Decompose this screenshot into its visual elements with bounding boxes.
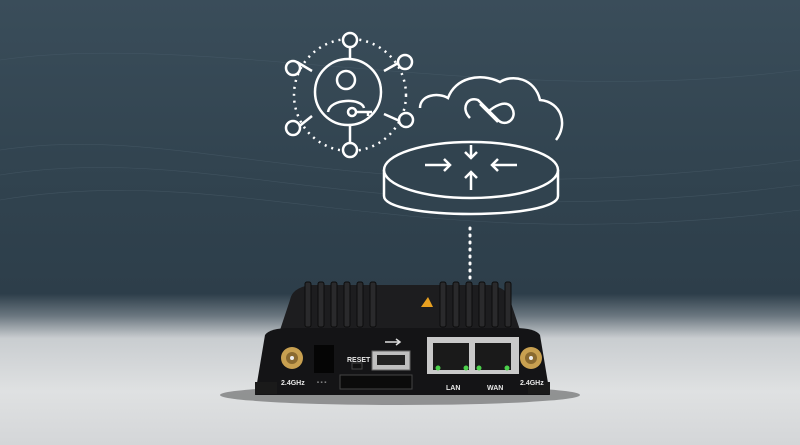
antenna-left — [281, 347, 303, 369]
cloud-icon — [418, 76, 564, 141]
power-port — [314, 345, 334, 373]
reset-label: RESET — [347, 357, 371, 364]
background-waves — [0, 52, 800, 225]
expansion-port — [339, 374, 413, 390]
lan-label: LAN — [446, 385, 460, 392]
wan-label: WAN — [487, 385, 503, 392]
user-key-network-icon — [284, 31, 415, 159]
router-icon — [382, 140, 560, 216]
reset-button — [351, 362, 363, 370]
router-device: 2.4GHz 2.4GHz RESET LAN WAN - - - — [220, 281, 580, 405]
wan-port — [475, 343, 511, 370]
antenna-left-label: 2.4GHz — [281, 380, 305, 387]
power-label: - - - — [317, 380, 326, 386]
antenna-right-label: 2.4GHz — [520, 380, 544, 387]
brand-logo — [421, 297, 433, 307]
lan-port — [433, 343, 469, 370]
usb-icon — [385, 338, 402, 346]
antenna-right — [520, 347, 542, 369]
